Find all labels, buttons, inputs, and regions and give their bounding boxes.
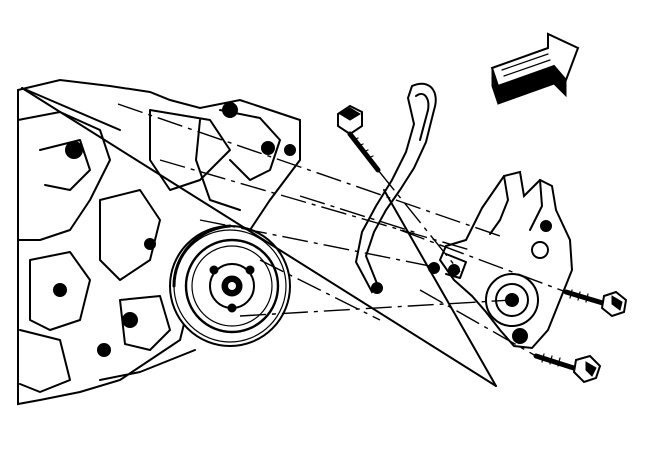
- cutaway-outline: [21, 87, 497, 387]
- brace-bolt: [337, 104, 381, 173]
- brace: [354, 82, 437, 294]
- alignment-lines: [117, 103, 567, 357]
- front-of-vehicle-arrow-icon: [490, 32, 580, 105]
- bracket-bolt-upper: [563, 289, 628, 318]
- mounting-bracket: [428, 170, 574, 350]
- bracket-bolt-lower: [533, 353, 602, 384]
- compressor-clutch-pulley: [169, 224, 291, 347]
